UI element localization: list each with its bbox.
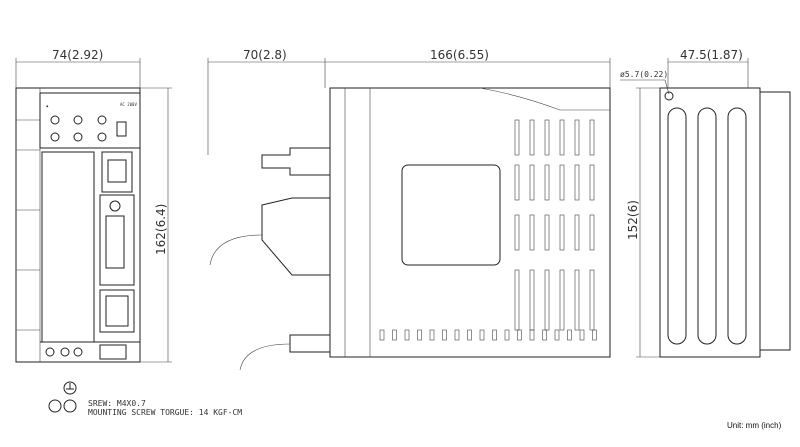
vent-slot bbox=[544, 164, 550, 201]
vent-slot bbox=[574, 119, 580, 156]
hole-diameter-label: ø5.7(0.22) bbox=[620, 70, 668, 79]
rear-height-dimension: 152(6) bbox=[626, 200, 640, 240]
vent-slot bbox=[559, 119, 565, 156]
screw-note: SREW: M4X0.7 bbox=[88, 399, 146, 408]
vent-slot bbox=[514, 269, 520, 331]
vent-slot bbox=[589, 214, 595, 251]
front-width-dimension: 74(2.92) bbox=[52, 48, 103, 62]
vent-slot bbox=[529, 329, 535, 341]
connector-depth-dimension: 70(2.8) bbox=[243, 48, 287, 62]
side-view bbox=[209, 87, 611, 371]
vent-slot bbox=[504, 329, 510, 341]
rear-width-dimension: 47.5(1.87) bbox=[680, 48, 743, 62]
vent-slot bbox=[429, 329, 435, 341]
torque-note: MOUNTING SCREW TORGUE: 14 KGF-CM bbox=[88, 408, 242, 417]
vent-slot bbox=[379, 329, 385, 341]
vent-slot bbox=[492, 329, 497, 341]
vent-slot bbox=[454, 329, 460, 341]
vent-slot bbox=[442, 329, 447, 341]
svg-text:▲: ▲ bbox=[46, 103, 49, 108]
vent-slot bbox=[529, 214, 535, 251]
vent-slot bbox=[559, 269, 565, 331]
side-depth-dimension: 166(6.55) bbox=[430, 48, 489, 62]
vent-slot bbox=[589, 269, 595, 331]
vent-slot bbox=[404, 329, 410, 341]
vent-slot bbox=[554, 329, 560, 341]
vent-slot bbox=[574, 164, 580, 201]
vent-slot bbox=[417, 329, 422, 341]
vent-slot bbox=[529, 164, 535, 201]
front-height-dimension: 162(6.4) bbox=[154, 204, 168, 255]
vent-slot bbox=[544, 214, 550, 251]
vent-slots bbox=[379, 119, 597, 341]
vent-slot bbox=[592, 329, 597, 341]
vent-slot bbox=[574, 214, 580, 251]
vent-slot bbox=[392, 329, 397, 341]
vent-slot bbox=[529, 269, 535, 331]
vent-slot bbox=[567, 329, 572, 341]
vent-slot bbox=[544, 269, 550, 331]
vent-slot bbox=[514, 119, 520, 156]
vent-slot bbox=[542, 329, 547, 341]
vent-slot bbox=[467, 329, 472, 341]
unit-label: Unit: mm (inch) bbox=[727, 421, 782, 430]
vent-slot bbox=[589, 164, 595, 201]
vent-slot bbox=[479, 329, 485, 341]
vent-slot bbox=[529, 119, 535, 156]
vent-slot bbox=[559, 214, 565, 251]
vent-slot bbox=[517, 329, 522, 341]
vent-slot bbox=[514, 214, 520, 251]
vent-slot bbox=[589, 119, 595, 156]
voltage-label: AC 200V bbox=[120, 102, 137, 107]
vent-slot bbox=[559, 164, 565, 201]
vent-slot bbox=[579, 329, 585, 341]
front-view: ▲ AC 200V bbox=[15, 87, 141, 363]
vent-slot bbox=[514, 164, 520, 201]
vent-slot bbox=[544, 119, 550, 156]
rear-view bbox=[659, 87, 791, 358]
vent-slot bbox=[574, 269, 580, 331]
